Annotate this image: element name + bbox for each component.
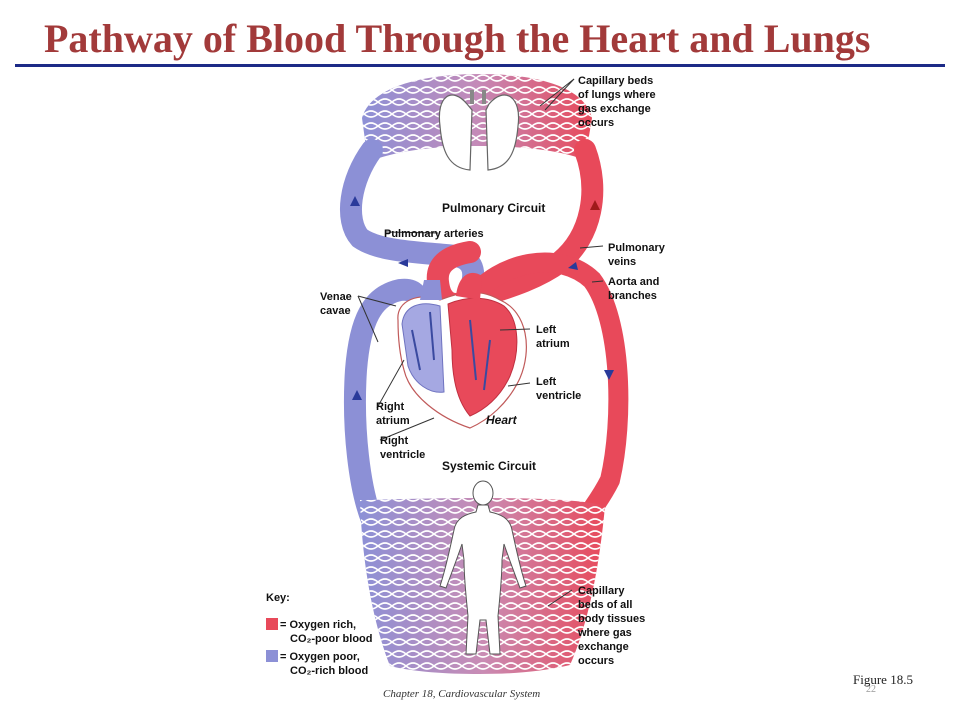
aorta-vessel (460, 252, 629, 530)
flow-arrows (350, 196, 614, 400)
slide-footer: Chapter 18, Cardiovascular System (383, 688, 541, 700)
capillary-lungs-label: Capillary beds of lungs where gas exchan… (578, 75, 659, 129)
venae-cavae-label: Venae cavae (320, 291, 355, 317)
legend-title: Key: (266, 592, 290, 604)
right-atrium-label: Right atrium (376, 401, 410, 427)
slide-title: Pathway of Blood Through the Heart and L… (44, 16, 871, 61)
heart-label: Heart (486, 413, 518, 427)
left-ventricle-label: Left ventricle (536, 376, 581, 402)
title-rule (15, 64, 945, 67)
leader-lines (357, 78, 604, 607)
figure-label: Figure 18.5 (853, 672, 913, 687)
capillary-body-label: Capillary beds of all body tissues where… (577, 585, 648, 667)
lungs (438, 90, 520, 171)
right-ventricle-label: Right ventricle (380, 435, 425, 461)
heart (397, 272, 527, 429)
legend-oxygen-poor: = Oxygen poor, CO₂-rich blood (280, 651, 368, 677)
legend-oxygen-rich: = Oxygen rich, CO₂-poor blood (280, 619, 372, 645)
venae-cavae-vessel (343, 278, 431, 531)
page-number: 22 (866, 684, 876, 695)
legend-swatch-oxygen-poor (266, 650, 278, 662)
legend-swatch-oxygen-rich (266, 618, 278, 630)
human-figure (439, 480, 527, 655)
pulmonary-circuit-label: Pulmonary Circuit (442, 201, 545, 215)
flow-arrows-red (590, 200, 600, 210)
pulmonary-veins-label: Pulmonary veins (608, 242, 668, 268)
systemic-circuit-label: Systemic Circuit (442, 459, 536, 473)
pulmonary-artery-vessel (339, 139, 485, 301)
lung-capillary-beds (362, 74, 592, 162)
pulmonary-arteries-label: Pulmonary arteries (384, 228, 484, 240)
left-atrium-label: Left atrium (536, 324, 570, 350)
aorta-label: Aorta and branches (608, 276, 662, 302)
legend: Key: = Oxygen rich, CO₂-poor blood = Oxy… (266, 592, 372, 677)
